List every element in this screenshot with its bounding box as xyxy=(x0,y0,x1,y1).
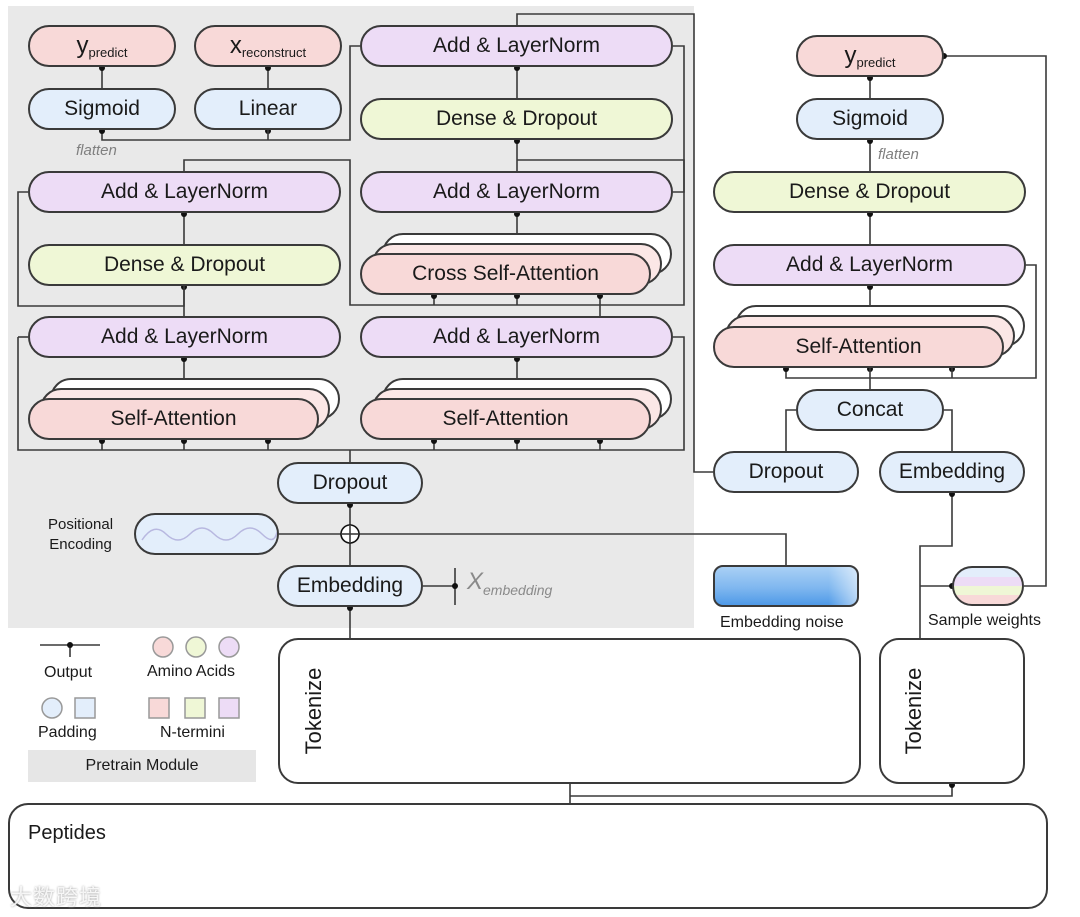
output-dot xyxy=(452,583,458,589)
peptides-box xyxy=(8,803,1048,909)
legend-output-dot xyxy=(67,642,73,648)
connector-line xyxy=(183,45,685,306)
x-embedding-subscript: embedding xyxy=(483,582,553,598)
connector-line xyxy=(279,533,787,565)
connector-line xyxy=(17,336,685,451)
connector-line xyxy=(944,409,953,451)
watermark: 大数跨境 xyxy=(10,885,103,910)
legend-padding-circle xyxy=(41,697,63,719)
finetune-dropout-node: Dropout xyxy=(713,451,859,493)
encoder-self-attention: Self-Attention xyxy=(28,398,319,440)
positional-encoding-label-line2: Encoding xyxy=(49,536,112,553)
legend-amino-acid-circle xyxy=(152,636,174,658)
finetune-y-predict-symbol: y xyxy=(844,42,857,69)
legend-output-label: Output xyxy=(44,664,93,681)
legend-n-termini-square xyxy=(184,697,206,719)
finetune-sigmoid-node: Sigmoid xyxy=(796,98,944,140)
connector-line xyxy=(785,264,1037,379)
finetune-embedding-node: Embedding xyxy=(879,451,1025,493)
encoder-dense-dropout: Dense & Dropout xyxy=(28,244,341,286)
legend-amino-acid-circle xyxy=(185,636,207,658)
legend-padding-square xyxy=(74,697,96,719)
embedding-noise-heatmap xyxy=(713,565,859,607)
finetune-add-norm: Add & LayerNorm xyxy=(713,244,1026,286)
positional-encoding-label-line1: Positional xyxy=(48,516,114,533)
encoder-add-norm-bottom: Add & LayerNorm xyxy=(28,316,341,358)
legend-n-termini-label: N-termini xyxy=(160,724,225,741)
finetune-dense-dropout: Dense & Dropout xyxy=(713,171,1026,213)
decoder-add-norm-bottom: Add & LayerNorm xyxy=(360,316,673,358)
legend-n-termini-square xyxy=(218,697,240,719)
sample-weights-icon xyxy=(952,566,1024,606)
x-embedding-symbol: X xyxy=(467,568,484,595)
decoder-add-norm-top: Add & LayerNorm xyxy=(360,25,673,67)
pretrain-embedding-node: Embedding xyxy=(277,565,423,607)
sigmoid-node: Sigmoid xyxy=(28,88,176,130)
connector-line xyxy=(517,159,685,193)
legend-padding-label: Padding xyxy=(38,724,97,741)
connector-line xyxy=(516,13,713,473)
concat-node: Concat xyxy=(796,389,944,431)
pretrain-dropout-node: Dropout xyxy=(277,462,423,504)
encoder-add-norm-top: Add & LayerNorm xyxy=(28,171,341,213)
positional-encoding-node xyxy=(134,513,279,555)
tokenize-label-main: Tokenize xyxy=(301,667,326,755)
decoder-self-attention: Self-Attention xyxy=(360,398,651,440)
legend-pretrain-module: Pretrain Module xyxy=(28,750,256,782)
finetune-self-attention: Self-Attention xyxy=(713,326,1004,368)
finetune-y-predict-subscript: predict xyxy=(856,54,896,70)
decoder-dense-dropout: Dense & Dropout xyxy=(360,98,673,140)
connector-line xyxy=(570,784,953,797)
tokenize-box-main xyxy=(278,638,861,784)
legend-amino-acid-circle xyxy=(218,636,240,658)
linear-node: Linear xyxy=(194,88,342,130)
finetune-flatten-label: flatten xyxy=(878,146,919,163)
x-reconstruct-subscript: reconstruct xyxy=(241,44,307,60)
decoder-cross-self-attention: Cross Self-Attention xyxy=(360,253,651,295)
tokenize-box-nterm xyxy=(879,638,1025,784)
y-predict-subscript: predict xyxy=(88,44,128,60)
peptides-label: Peptides xyxy=(28,822,106,844)
embedding-noise-label: Embedding noise xyxy=(720,614,844,631)
flatten-label: flatten xyxy=(76,142,117,159)
sample-weights-label: Sample weights xyxy=(928,612,1041,629)
connector-line xyxy=(944,55,1047,587)
connector-line xyxy=(919,493,953,638)
x-embedding-label: Xembedding xyxy=(467,568,553,598)
legend-amino-acids-label: Amino Acids xyxy=(147,663,236,680)
connector-line xyxy=(785,409,796,451)
connector-line xyxy=(101,45,360,141)
sine-wave-icon xyxy=(140,527,277,541)
tokenize-label-nterm: Tokenize xyxy=(901,667,926,755)
decoder-add-norm-mid: Add & LayerNorm xyxy=(360,171,673,213)
y-predict-symbol: y xyxy=(76,32,89,59)
positional-encoding-label: Positional Encoding xyxy=(48,515,113,555)
x-reconstruct-symbol: x xyxy=(229,32,242,59)
legend-n-termini-square xyxy=(148,697,170,719)
